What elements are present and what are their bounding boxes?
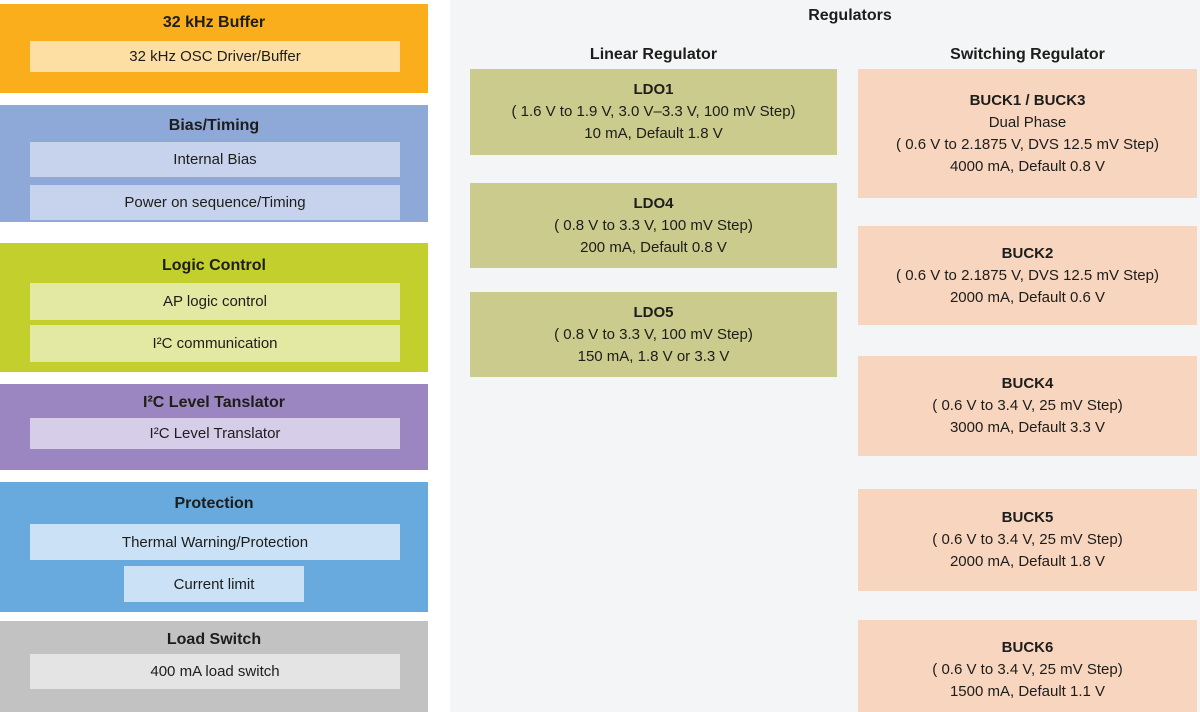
block-title: 32 kHz Buffer	[162, 14, 266, 31]
regulator-spec-current: 3000 mA, Default 3.3 V	[949, 419, 1106, 436]
regulator-name: BUCK1 / BUCK3	[969, 91, 1086, 109]
regulator-box-buck1-buck3: BUCK1 / BUCK3 Dual Phase ( 0.6 V to 2.18…	[858, 69, 1197, 198]
regulator-spec-range: ( 0.6 V to 3.4 V, 25 mV Step)	[932, 531, 1123, 548]
regulator-name: BUCK5	[1001, 509, 1054, 526]
regulator-spec-range: ( 0.8 V to 3.3 V, 100 mV Step)	[554, 216, 753, 234]
regulator-box-ldo1: LDO1 ( 1.6 V to 1.9 V, 3.0 V–3.3 V, 100 …	[470, 69, 837, 155]
block-title: Protection	[174, 495, 254, 512]
regulator-spec-current: 1500 mA, Default 1.1 V	[949, 683, 1106, 700]
regulators-panel: Regulators Linear Regulator Switching Re…	[450, 0, 1200, 712]
block-item-current-limit: Current limit	[124, 566, 304, 602]
block-title: Logic Control	[162, 257, 266, 274]
regulator-spec-range: ( 0.6 V to 3.4 V, 25 mV Step)	[932, 397, 1123, 414]
regulator-spec-range: ( 0.6 V to 2.1875 V, DVS 12.5 mV Step)	[896, 266, 1159, 284]
regulator-box-buck2: BUCK2 ( 0.6 V to 2.1875 V, DVS 12.5 mV S…	[858, 226, 1197, 325]
regulator-spec-current: 150 mA, 1.8 V or 3.3 V	[577, 347, 730, 365]
regulator-spec-range: ( 1.6 V to 1.9 V, 3.0 V–3.3 V, 100 mV St…	[511, 103, 796, 120]
regulator-name: BUCK6	[1001, 639, 1054, 656]
regulator-spec-range: ( 0.6 V to 3.4 V, 25 mV Step)	[932, 661, 1123, 678]
block-bias-timing: Bias/Timing Internal Bias Power on seque…	[0, 105, 428, 222]
block-item-i2c-communication: I²C communication	[30, 325, 400, 362]
block-title: Load Switch	[166, 631, 262, 648]
regulator-spec-current: 2000 mA, Default 0.6 V	[949, 288, 1106, 306]
regulator-name: BUCK4	[1001, 375, 1054, 392]
regulator-spec-range: ( 0.8 V to 3.3 V, 100 mV Step)	[554, 325, 753, 343]
regulator-box-ldo5: LDO5 ( 0.8 V to 3.3 V, 100 mV Step) 150 …	[470, 292, 837, 377]
regulator-spec-phase: Dual Phase	[988, 113, 1067, 131]
block-item-ap-logic: AP logic control	[30, 283, 400, 320]
block-protection: Protection Thermal Warning/Protection Cu…	[0, 482, 428, 612]
regulator-name: BUCK2	[1001, 244, 1054, 262]
regulator-box-buck5: BUCK5 ( 0.6 V to 3.4 V, 25 mV Step) 2000…	[858, 489, 1197, 591]
block-i2c-level-translator: I²C Level Tanslator I²C Level Translator	[0, 384, 428, 470]
regulator-name: LDO5	[633, 303, 674, 321]
regulator-name: LDO1	[633, 81, 674, 98]
regulator-box-buck6: BUCK6 ( 0.6 V to 3.4 V, 25 mV Step) 1500…	[858, 620, 1197, 712]
regulator-spec-current: 10 mA, Default 1.8 V	[584, 125, 723, 142]
block-item-load-switch: 400 mA load switch	[30, 654, 400, 689]
regulator-box-buck4: BUCK4 ( 0.6 V to 3.4 V, 25 mV Step) 3000…	[858, 356, 1197, 456]
linear-regulator-header: Linear Regulator	[589, 46, 718, 63]
block-item-internal-bias: Internal Bias	[30, 142, 400, 177]
block-32khz-buffer: 32 kHz Buffer 32 kHz OSC Driver/Buffer	[0, 4, 428, 93]
switching-regulator-header: Switching Regulator	[950, 46, 1105, 63]
regulator-name: LDO4	[633, 194, 674, 212]
block-load-switch: Load Switch 400 mA load switch	[0, 621, 428, 712]
block-title: Bias/Timing	[168, 117, 260, 134]
block-item-osc-driver: 32 kHz OSC Driver/Buffer	[30, 41, 400, 72]
regulator-box-ldo4: LDO4 ( 0.8 V to 3.3 V, 100 mV Step) 200 …	[470, 183, 837, 268]
block-title: I²C Level Tanslator	[143, 394, 285, 411]
block-item-power-sequence: Power on sequence/Timing	[30, 185, 400, 220]
block-logic-control: Logic Control AP logic control I²C commu…	[0, 243, 428, 372]
block-item-thermal-warning: Thermal Warning/Protection	[30, 524, 400, 560]
regulator-spec-current: 200 mA, Default 0.8 V	[580, 238, 727, 256]
regulator-spec-range: ( 0.6 V to 2.1875 V, DVS 12.5 mV Step)	[896, 135, 1159, 153]
regulator-spec-current: 2000 mA, Default 1.8 V	[949, 553, 1106, 570]
block-item-i2c-level-translator: I²C Level Translator	[30, 418, 400, 449]
regulators-title: Regulators	[808, 7, 892, 24]
regulator-spec-current: 4000 mA, Default 0.8 V	[949, 157, 1106, 175]
